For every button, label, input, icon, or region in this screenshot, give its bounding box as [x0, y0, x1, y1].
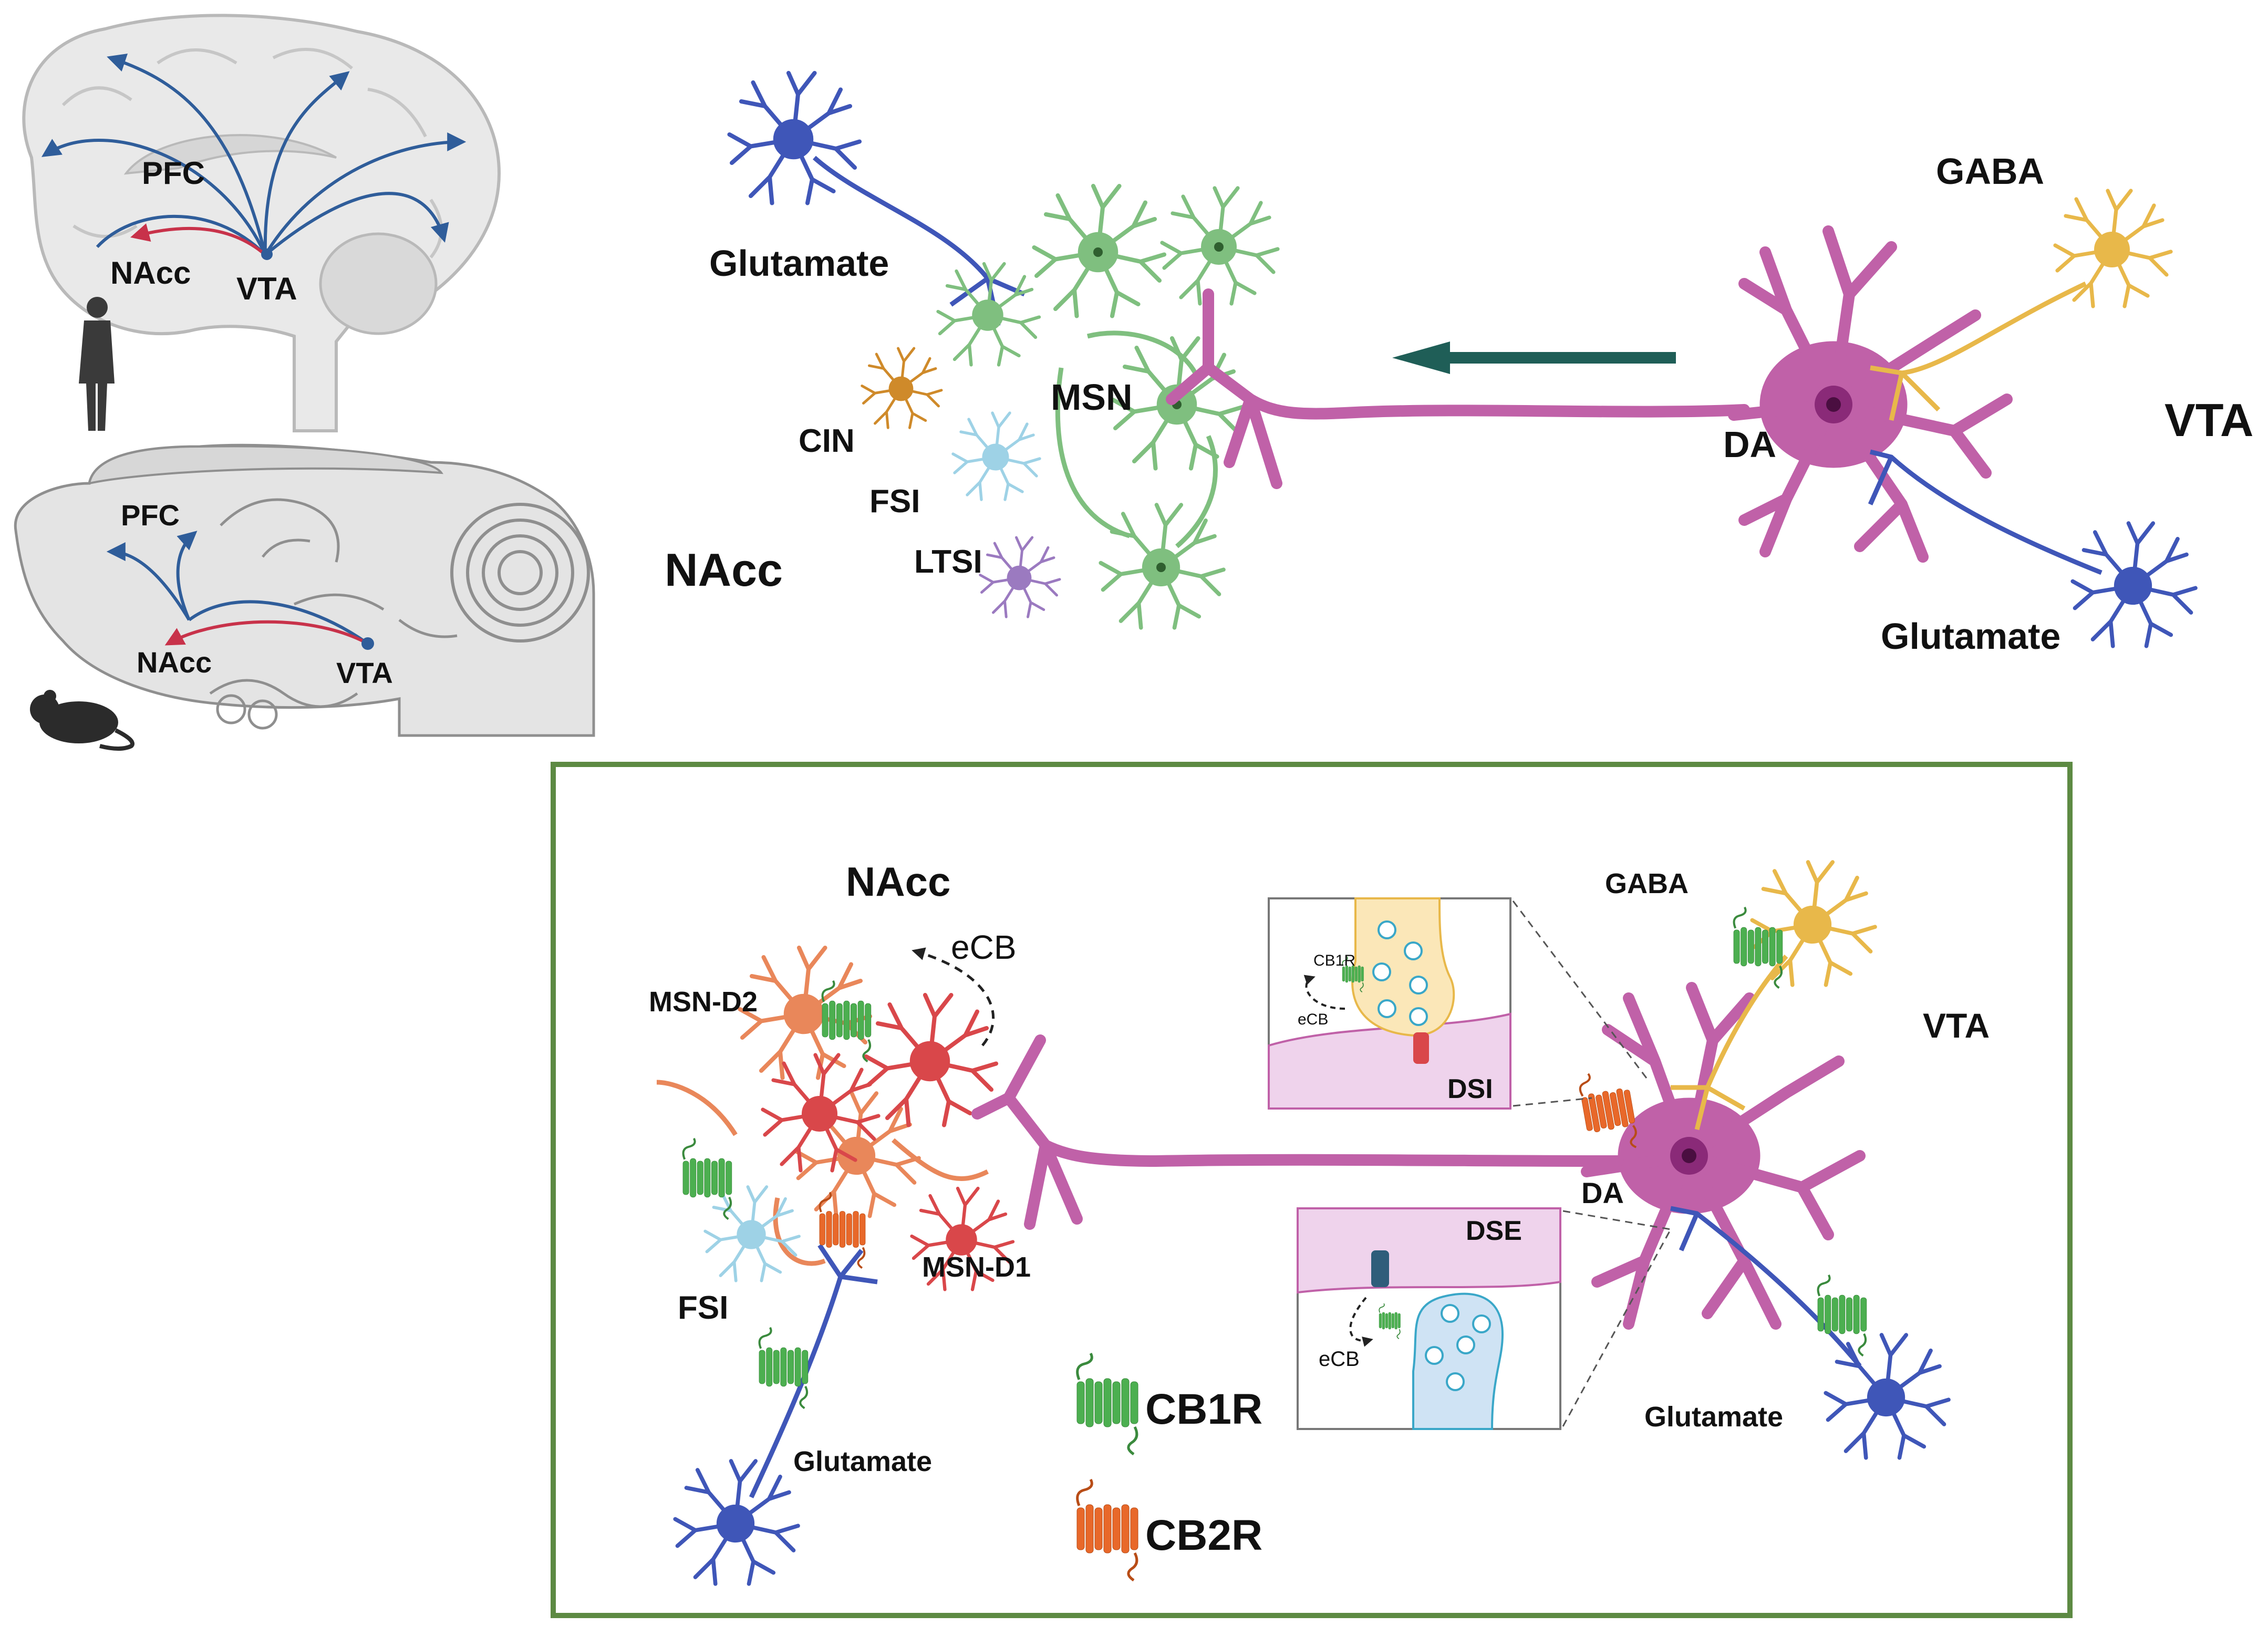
dsi-zoom-lines	[1512, 900, 1651, 1107]
glutamate-neuron-right	[2073, 523, 2195, 646]
glutamate-label-left: Glutamate	[709, 243, 889, 284]
panel-ecb-label: eCB	[951, 928, 1017, 966]
cin-label: CIN	[799, 423, 855, 459]
rodent-pfc-label: PFC	[121, 499, 180, 532]
msn-processes	[1055, 330, 1218, 548]
msn-cluster	[938, 186, 1278, 628]
human-projection-blue-4	[264, 132, 467, 256]
da-nucleolus	[1826, 397, 1841, 412]
glutamate-neuron-left	[730, 73, 860, 203]
cin-neuron	[862, 348, 941, 428]
ltsi-label: LTSI	[914, 544, 982, 580]
vta-region-label: VTA	[2165, 394, 2253, 446]
dsi-ecb-label: eCB	[1298, 1011, 1328, 1028]
rodent-projection-blue-2	[176, 531, 198, 621]
gaba-label-top: GABA	[1936, 151, 2044, 192]
ecb-dashed-arrow	[912, 947, 995, 1047]
nacc-region-label: NAcc	[665, 544, 783, 596]
human-projection-blue-3	[263, 71, 350, 255]
dse-inset: eCB DSE	[1297, 1207, 1672, 1430]
ltsi-neuron	[980, 537, 1060, 617]
legend-cb1r-label: CB1R	[1145, 1385, 1262, 1433]
dse-receptor-icon	[1371, 1250, 1389, 1287]
da-neuron	[1166, 225, 2013, 563]
panel-nacc: NAcc eCB MSN-D2 MSN-D1 FSI Glutamate	[649, 858, 1031, 1584]
da-axon-top	[1166, 288, 1750, 489]
panel-gaba-label: GABA	[1605, 868, 1689, 899]
human-nacc-label: NAcc	[110, 255, 191, 291]
human-projection-blue-1	[41, 139, 267, 256]
human-brain-outline	[22, 14, 501, 432]
panel-da-neuron	[971, 982, 1866, 1330]
human-projection-red	[130, 223, 266, 256]
msn-nucleus-1	[1093, 247, 1103, 257]
msn-label: MSN	[1051, 377, 1133, 418]
human-silhouette-icon	[79, 297, 115, 431]
msn-nucleus-2	[1214, 242, 1224, 252]
dsi-inset: CB1R eCB DSI	[1268, 897, 1651, 1110]
rodent-olfactory-2	[247, 699, 278, 730]
fsi-neuron	[953, 413, 1040, 500]
rodent-cortex	[88, 445, 443, 485]
human-vta-label: VTA	[236, 271, 297, 306]
human-cerebellum	[319, 232, 438, 335]
projection-arrow	[1392, 341, 1676, 374]
dse-title: DSE	[1466, 1216, 1522, 1246]
human-pfc-label: PFC	[142, 156, 205, 191]
msn-d2-label: MSN-D2	[649, 986, 758, 1018]
human-brain-illustration: PFC NAcc VTA	[22, 14, 501, 432]
panel-glutamate-label-right: Glutamate	[1644, 1401, 1783, 1433]
panel-nacc-label: NAcc	[846, 858, 950, 905]
rodent-projection-red	[164, 620, 369, 646]
rodent-nacc-label: NAcc	[137, 646, 212, 679]
glutamate-panel-label-left: Glutamate	[793, 1446, 932, 1477]
msn-d1-label: MSN-D1	[922, 1251, 1031, 1283]
mechanism-panel	[551, 762, 2073, 1618]
human-projection-blue-2	[107, 54, 267, 255]
rodent-olfactory	[216, 694, 246, 724]
dsi-receptor-icon	[1413, 1032, 1429, 1064]
glutamate-label-right: Glutamate	[1881, 616, 2060, 657]
panel-glutamate-axon-right	[1670, 1206, 1862, 1368]
dse-ecb-label: eCB	[1319, 1348, 1360, 1371]
top-circuit: Glutamate MSN CIN FSI LTSI NAcc	[665, 73, 2253, 657]
rodent-cerebellum	[450, 503, 590, 643]
human-projection-blue-5	[264, 192, 449, 256]
dse-zoom-lines	[1562, 1210, 1672, 1427]
legend-cb2r-label: CB2R	[1145, 1511, 1262, 1559]
rodent-brain-illustration: PFC NAcc VTA	[14, 443, 595, 751]
panel-da-nucleolus	[1682, 1148, 1696, 1163]
panel-da-axon	[971, 1034, 1624, 1230]
rodent-internal-structures	[209, 498, 458, 708]
panel-gaba-axon	[1671, 955, 1788, 1131]
gaba-axon-top	[1870, 281, 2087, 421]
da-label-top: DA	[1723, 424, 1776, 465]
human-projection-blue-6	[96, 214, 267, 256]
panel-vta-label: VTA	[1923, 1006, 1990, 1045]
glutamate-axon-right	[1868, 449, 2103, 575]
panel-da-label: DA	[1581, 1176, 1624, 1209]
rodent-vta-dot	[361, 637, 374, 650]
rodent-vta-label: VTA	[336, 656, 393, 689]
human-gyri	[61, 48, 443, 258]
fsi-label: FSI	[869, 483, 920, 520]
fsi-panel-label: FSI	[678, 1290, 728, 1326]
human-vta-dot	[261, 248, 273, 260]
dsi-cb1r-label: CB1R	[1313, 952, 1355, 969]
rat-silhouette-icon	[30, 690, 134, 751]
receptor-legend: CB1R CB2R	[1077, 1353, 1262, 1580]
rodent-projection-blue-3	[106, 542, 191, 621]
rodent-projection-blue-1	[188, 600, 369, 645]
msn-nucleus-4	[1156, 563, 1166, 572]
dsi-title: DSI	[1447, 1074, 1493, 1104]
